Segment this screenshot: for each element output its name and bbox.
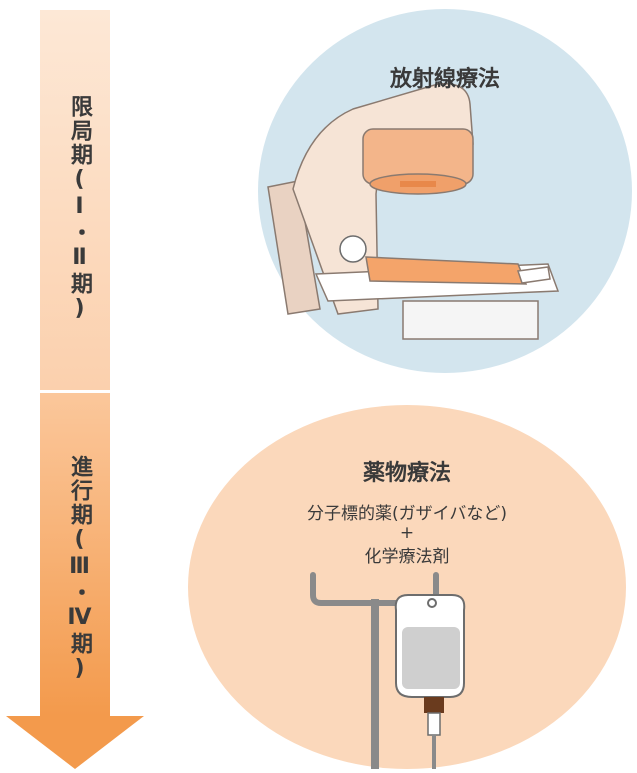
radiation-illustration: [258, 9, 632, 373]
drug-line-chemo: 化学療法剤: [364, 547, 450, 567]
drug-illustration: [188, 405, 626, 769]
iv-drip-chamber-icon: [427, 712, 441, 736]
drug-bg-circle: [188, 405, 626, 769]
stage-label-advanced: 進行期(Ⅲ・Ⅳ期): [67, 455, 92, 683]
patient-body-icon: [365, 256, 528, 285]
drug-line-plus: +: [399, 523, 415, 543]
arrow-segment-advanced: [40, 393, 110, 716]
patient-feet-icon: [517, 266, 551, 284]
drug-title: 薬物療法: [362, 461, 451, 486]
drug-line-targeted: 分子標的薬(ガザイバなど): [307, 504, 507, 524]
arrow-segment-early: [40, 10, 110, 390]
radiation-title: 放射線療法: [389, 67, 500, 92]
iv-port-icon: [424, 697, 444, 713]
iv-stand-pole-icon: [371, 599, 379, 769]
patient-head-icon: [339, 235, 367, 263]
stage-arrow: [0, 0, 160, 769]
beam-slot-icon: [400, 181, 436, 187]
radiation-panel: 放射線療法: [258, 9, 632, 374]
stage-arrow-shape: [6, 10, 144, 769]
machine-back-icon: [267, 180, 321, 315]
drug-panel: 薬物療法 分子標的薬(ガザイバなど) + 化学療法剤: [188, 405, 626, 769]
arrow-head: [6, 716, 144, 769]
iv-fluid-icon: [402, 627, 460, 689]
table-base-icon: [402, 300, 539, 340]
stage-label-early: 限局期(Ⅰ・Ⅱ期): [67, 95, 92, 323]
iv-bag-hanger-icon: [427, 598, 437, 608]
iv-tube-icon: [432, 735, 436, 769]
